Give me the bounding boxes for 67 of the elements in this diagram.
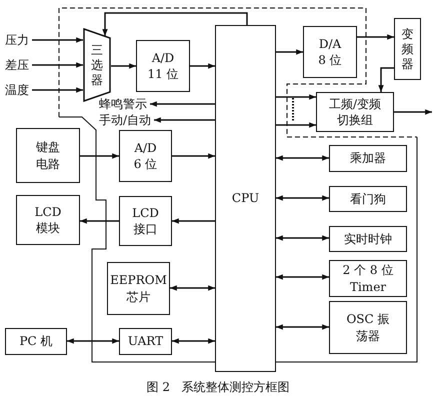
arrow xyxy=(170,285,215,291)
arrow xyxy=(111,63,136,69)
block-label: D/A 8 位 xyxy=(317,36,343,68)
arrow xyxy=(276,122,316,128)
block xyxy=(16,195,80,245)
block-label: 看门狗 xyxy=(350,190,386,208)
arrow xyxy=(150,101,215,107)
block-label: PC 机 xyxy=(19,333,53,350)
signal-label: 差压 xyxy=(2,57,32,73)
block xyxy=(215,25,276,372)
block-label: 2 个 8 位 Timer xyxy=(342,262,394,295)
arrow xyxy=(102,12,248,36)
arrow xyxy=(276,94,316,100)
block xyxy=(119,130,172,182)
block-label: 变频器 xyxy=(400,26,414,72)
block-label: 实时时钟 xyxy=(344,230,392,248)
block-label: UART xyxy=(128,333,164,350)
block xyxy=(107,262,170,315)
block xyxy=(119,328,172,355)
block xyxy=(329,186,407,212)
block-label: 三选器 xyxy=(90,42,104,88)
block xyxy=(329,226,407,252)
arrow xyxy=(276,274,329,280)
arrow xyxy=(172,218,215,224)
arrow xyxy=(276,195,329,201)
block-label: LCD 模块 xyxy=(34,204,62,236)
arrow xyxy=(276,49,303,55)
signal-label: 蜂鸣警示 xyxy=(96,96,150,112)
block-label: 工频/变频切换组 xyxy=(328,96,382,128)
arrow xyxy=(80,218,119,224)
block xyxy=(303,26,357,78)
arrow xyxy=(32,37,83,43)
block xyxy=(394,18,421,80)
block xyxy=(329,301,407,354)
block xyxy=(119,196,172,246)
signal-label: 手动/自动 xyxy=(96,112,154,128)
arrow xyxy=(67,338,119,344)
arrow xyxy=(80,153,119,159)
arrow xyxy=(357,34,394,40)
block-label: 键盘电路 xyxy=(35,139,61,172)
arrow xyxy=(172,153,215,159)
arrow xyxy=(190,63,215,69)
block xyxy=(5,328,67,355)
arrow xyxy=(276,155,329,161)
arrow xyxy=(32,87,83,93)
block-label: CPU xyxy=(232,190,260,207)
block xyxy=(316,92,394,132)
block-label: EEPROM 芯片 xyxy=(110,272,168,305)
block xyxy=(136,40,190,92)
arrow xyxy=(32,62,83,68)
block-label: LCD 接口 xyxy=(131,204,160,238)
arrow xyxy=(172,338,215,344)
figure-caption: 图 2 系统整体测控方框图 xyxy=(146,379,290,396)
arrow xyxy=(276,235,329,241)
arrow xyxy=(154,117,215,123)
block xyxy=(329,260,407,297)
signal-label: 压力 xyxy=(2,32,32,48)
block xyxy=(16,128,80,183)
arrow xyxy=(276,324,329,330)
arrow xyxy=(394,109,432,115)
block xyxy=(329,145,407,172)
block-label: A/D 6 位 xyxy=(132,140,158,172)
arrow xyxy=(378,67,394,92)
signal-label: 温度 xyxy=(2,82,32,98)
block-label: OSC 振荡器 xyxy=(345,311,391,344)
block-label: 乘加器 xyxy=(350,150,386,167)
block-label: A/D 11 位 xyxy=(147,50,179,82)
